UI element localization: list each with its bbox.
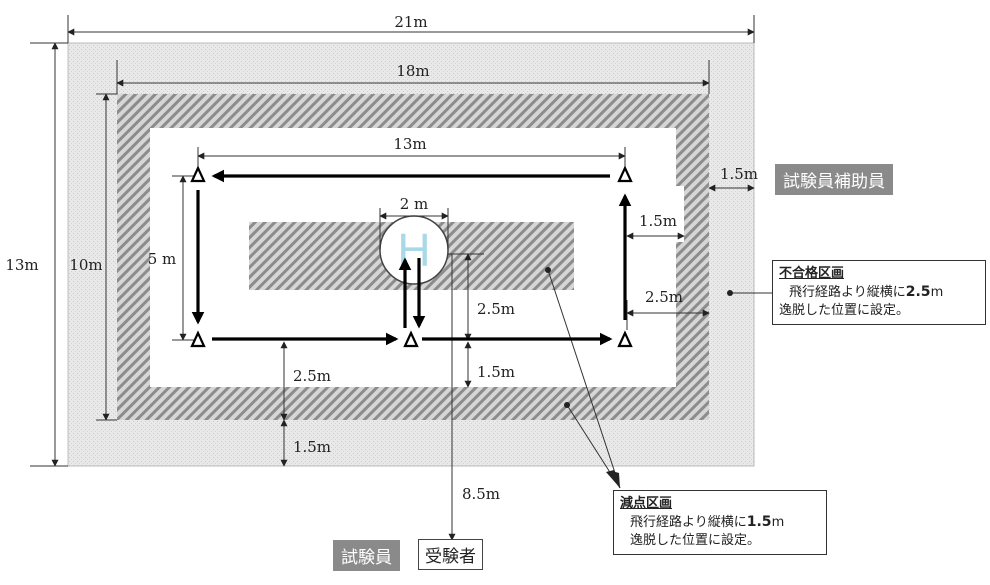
deduct-zone-line2: 逸脱した位置に設定。	[630, 533, 761, 548]
heliport-symbol: H	[397, 224, 430, 276]
fail-zone-line1: 飛行経路より縦横に2.5m	[789, 284, 944, 300]
fail-zone-line2: 逸脱した位置に設定。	[779, 303, 910, 318]
label-10m: 10m	[69, 256, 102, 274]
label-13m-vertical: 13m	[5, 256, 38, 274]
label-21m: 21m	[394, 13, 427, 31]
label-bottom-offset: 2.5m	[293, 367, 331, 385]
label-2m: 2 m	[400, 195, 429, 213]
leader-deduct-1	[547, 269, 621, 489]
marker-triangle-bottom-center	[403, 330, 419, 348]
marker-triangle-top-right	[617, 165, 633, 183]
label-right-outer: 1.5m	[720, 165, 758, 183]
label-center-up: 2.5m	[477, 300, 515, 318]
marker-triangle-top-left	[190, 165, 206, 183]
fail-zone-title: 不合格区画	[779, 266, 845, 281]
label-5m: 5 m	[148, 250, 177, 268]
label-center-down: 1.5m	[477, 363, 515, 381]
label-18m: 18m	[396, 62, 429, 80]
label-bottom-margin: 1.5m	[293, 438, 331, 456]
examinee-label: 受験者	[418, 539, 483, 570]
marker-triangle-bottom-left	[190, 330, 206, 348]
examiner-label: 試験員	[333, 540, 400, 571]
deduct-zone-callout: 減点区画 飛行経路より縦横に1.5m 逸脱した位置に設定。	[613, 490, 827, 555]
marker-triangle-bottom-right	[617, 330, 633, 348]
label-right-lower: 2.5m	[645, 288, 683, 306]
deduct-zone-title: 減点区画	[620, 496, 673, 511]
label-right-upper: 1.5m	[639, 212, 677, 230]
fail-zone-callout: 不合格区画 飛行経路より縦横に2.5m 逸脱した位置に設定。	[772, 260, 986, 325]
deduct-zone-line1: 飛行経路より縦横に1.5m	[630, 514, 785, 530]
assistant-label: 試験員補助員	[775, 164, 893, 195]
label-examiner-distance: 8.5m	[462, 485, 500, 503]
label-13m-path: 13m	[393, 135, 426, 153]
